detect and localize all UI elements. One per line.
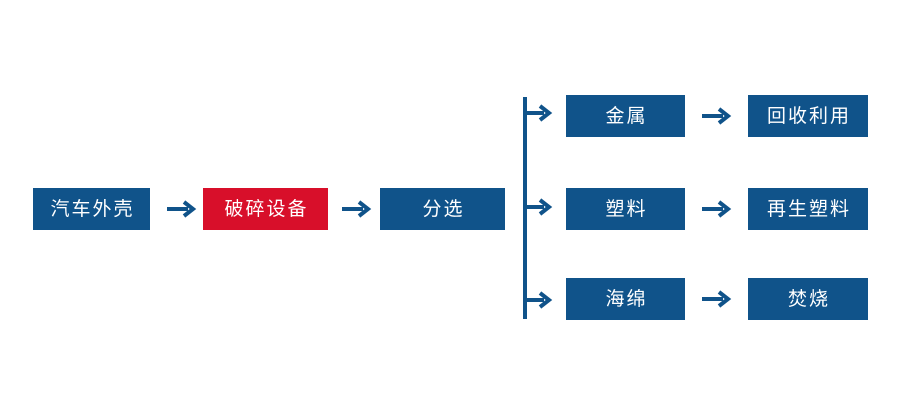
- arrow-sponge-to-incinerate-icon: [701, 287, 733, 311]
- branch-arrow-plastic-icon: [525, 195, 553, 219]
- node-regranulated-plastic[interactable]: 再生塑料: [748, 188, 868, 230]
- node-recycle-reuse[interactable]: 回收利用: [748, 95, 868, 137]
- node-plastic[interactable]: 塑料: [566, 188, 685, 230]
- node-sponge[interactable]: 海绵: [566, 278, 685, 320]
- node-metal[interactable]: 金属: [566, 95, 685, 137]
- arrow-shell-to-crusher-icon: [166, 197, 198, 221]
- node-crusher-equipment[interactable]: 破碎设备: [203, 188, 328, 230]
- node-sorting[interactable]: 分选: [380, 188, 505, 230]
- branch-arrow-metal-icon: [525, 101, 553, 125]
- node-car-shell[interactable]: 汽车外壳: [33, 188, 150, 230]
- arrow-crusher-to-sorting-icon: [341, 197, 373, 221]
- arrow-metal-to-recycle-icon: [701, 104, 733, 128]
- node-incineration[interactable]: 焚烧: [748, 278, 868, 320]
- branch-arrow-sponge-icon: [525, 288, 553, 312]
- arrow-plastic-to-regranulate-icon: [701, 197, 733, 221]
